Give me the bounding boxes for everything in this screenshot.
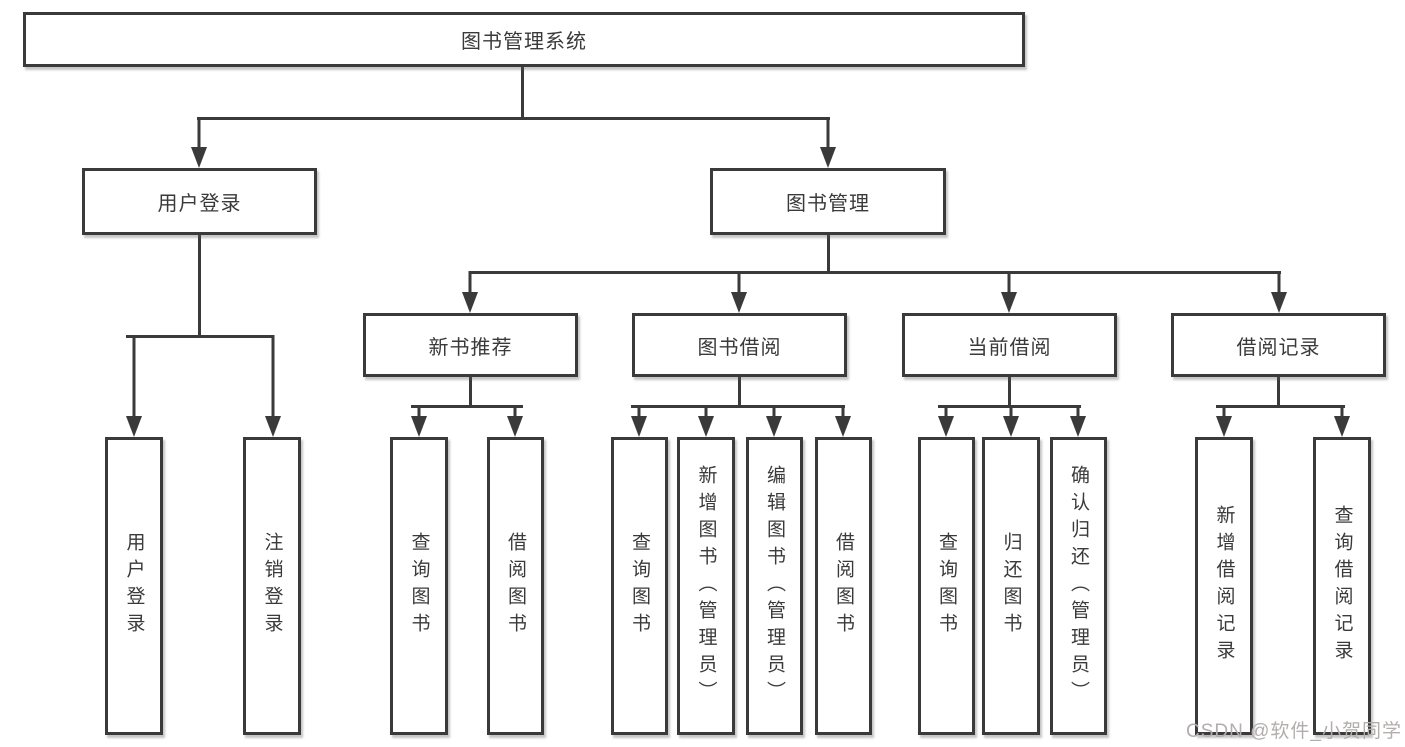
arrow-to-leaf-user-login: [126, 335, 142, 437]
connector-root-drop: [521, 67, 524, 119]
arrow-to-borrow-books-1: [507, 405, 523, 437]
arrow-to-current-borrowing: [1001, 271, 1017, 313]
arrow-to-book-management: [820, 117, 836, 168]
node-user-login: 用户登录: [82, 168, 317, 235]
leaf-label: 编辑图书（管理员）: [764, 464, 785, 708]
arrow-to-add-borrow-record: [1216, 405, 1232, 437]
leaf-logout: 注销登录: [243, 437, 301, 735]
leaf-label: 查询借阅记录: [1331, 505, 1353, 667]
node-label: 借阅记录: [1236, 336, 1321, 359]
connector-recommendation-branch: [411, 405, 523, 408]
node-borrowing-records: 借阅记录: [1171, 313, 1386, 377]
node-label: 新书推荐: [428, 336, 513, 359]
node-library-management-system: 图书管理系统: [23, 12, 1025, 67]
arrow-to-borrowing-records: [1271, 271, 1287, 313]
connector-borrowing-drop: [738, 377, 741, 408]
leaf-label: 查询图书: [629, 532, 650, 640]
connector-borrowing-branch: [631, 405, 845, 408]
leaf-label: 注销登录: [261, 532, 283, 640]
connector-root-branch: [197, 117, 830, 120]
arrow-to-edit-book: [766, 405, 782, 437]
node-label: 图书借阅: [697, 336, 782, 359]
connector-current-drop: [1008, 377, 1011, 408]
leaf-label: 查询图书: [936, 532, 957, 640]
leaf-query-borrow-record: 查询借阅记录: [1313, 437, 1371, 735]
leaf-label: 借阅图书: [833, 532, 854, 640]
arrow-to-return-books: [1003, 405, 1019, 437]
leaf-edit-book-admin: 编辑图书（管理员）: [746, 437, 803, 735]
node-current-borrowing: 当前借阅: [902, 313, 1117, 377]
arrow-to-query-borrow-record: [1334, 405, 1350, 437]
connector-user-login-drop: [198, 235, 201, 338]
leaf-add-book-admin: 新增图书（管理员）: [677, 437, 735, 735]
connector-records-drop: [1277, 377, 1280, 408]
leaf-query-books-recommend: 查询图书: [390, 437, 448, 735]
node-book-borrowing: 图书借阅: [632, 313, 847, 377]
arrow-to-query-books-1: [411, 405, 427, 437]
leaf-confirm-return-admin: 确认归还（管理员）: [1050, 437, 1107, 735]
connector-book-management-branch: [469, 271, 1281, 274]
leaf-label: 新增图书（管理员）: [695, 464, 717, 708]
node-label: 当前借阅: [967, 336, 1052, 359]
leaf-label: 新增借阅记录: [1213, 505, 1235, 667]
arrow-to-confirm-return: [1070, 405, 1086, 437]
leaf-label: 用户登录: [123, 532, 145, 640]
leaf-query-books-current: 查询图书: [918, 437, 975, 735]
arrow-to-leaf-logout: [265, 335, 281, 437]
arrow-to-query-books-3: [938, 405, 954, 437]
connector-book-management-drop: [827, 235, 830, 274]
node-new-book-recommendation: 新书推荐: [363, 313, 578, 377]
node-label: 图书管理: [786, 193, 870, 215]
leaf-borrow-books-recommend: 借阅图书: [487, 437, 544, 735]
leaf-borrow-books-borrowing: 借阅图书: [815, 437, 872, 735]
leaf-query-books-borrowing: 查询图书: [611, 437, 668, 735]
node-label: 图书管理系统: [461, 31, 587, 53]
csdn-watermark: CSDN @软件_小贺同学: [1186, 721, 1402, 742]
arrow-to-book-borrowing: [731, 271, 747, 313]
leaf-label: 归还图书: [1000, 532, 1022, 640]
connector-records-branch: [1216, 405, 1345, 408]
leaf-user-login: 用户登录: [105, 437, 163, 735]
leaf-label: 借阅图书: [505, 532, 526, 640]
arrow-to-borrow-books-2: [835, 405, 851, 437]
connector-user-login-branch: [126, 335, 273, 338]
node-label: 用户登录: [157, 193, 242, 215]
leaf-add-borrow-record: 新增借阅记录: [1195, 437, 1253, 735]
connector-recommendation-drop: [469, 377, 472, 408]
arrow-to-add-book: [698, 405, 714, 437]
arrow-to-user-login: [191, 117, 207, 168]
node-book-management: 图书管理: [710, 168, 946, 235]
leaf-return-books: 归还图书: [982, 437, 1040, 735]
leaf-label: 查询图书: [408, 532, 430, 640]
arrow-to-new-book-recommendation: [462, 271, 478, 313]
leaf-label: 确认归还（管理员）: [1068, 464, 1089, 708]
arrow-to-query-books-2: [631, 405, 647, 437]
